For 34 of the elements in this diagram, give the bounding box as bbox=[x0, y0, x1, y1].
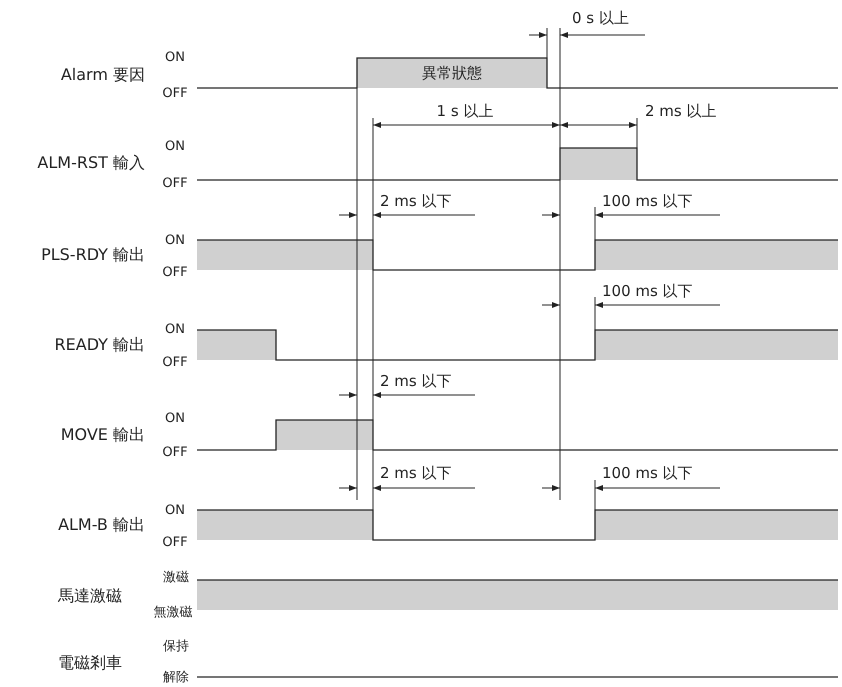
signal-name: MOVE 輸出 bbox=[60, 427, 145, 443]
level-label: OFF bbox=[162, 266, 188, 278]
signal-name: Alarm 要因 bbox=[60, 67, 145, 83]
level-label: ON bbox=[165, 504, 185, 516]
level-label: ON bbox=[165, 322, 185, 336]
time-label: 1 s 以上 bbox=[436, 104, 494, 118]
signal-name: 馬達激磁 bbox=[58, 588, 122, 604]
signal-name: 電磁剎車 bbox=[58, 655, 122, 671]
level-label: ON bbox=[165, 234, 185, 246]
level-label: ON bbox=[165, 140, 185, 152]
time-label: 100 ms 以下 bbox=[602, 284, 693, 298]
time-label: 2 ms 以上 bbox=[645, 104, 717, 118]
level-label: ON bbox=[165, 50, 185, 64]
level-label: OFF bbox=[162, 176, 188, 190]
time-label: 2 ms 以下 bbox=[380, 374, 452, 388]
time-label: 2 ms 以下 bbox=[380, 194, 452, 208]
signal-name: ALM-B 輸出 bbox=[58, 517, 145, 533]
signal-name: READY 輸出 bbox=[54, 337, 145, 353]
time-label: 100 ms 以下 bbox=[602, 194, 693, 208]
level-label: OFF bbox=[162, 86, 188, 100]
signal-name: ALM-RST 輸入 bbox=[37, 155, 145, 171]
time-label: 2 ms 以下 bbox=[380, 466, 452, 480]
level-label: OFF bbox=[162, 446, 188, 458]
level-label: 無激磁 bbox=[154, 606, 192, 618]
signal-name: PLS-RDY 輸出 bbox=[41, 247, 145, 263]
state-label: 異常狀態 bbox=[422, 66, 482, 80]
level-label: 解除 bbox=[163, 670, 189, 684]
time-label: 0 s 以上 bbox=[572, 10, 629, 26]
level-label: OFF bbox=[162, 536, 188, 548]
level-label: OFF bbox=[162, 356, 188, 368]
level-label: 保持 bbox=[163, 640, 189, 652]
level-label: 激磁 bbox=[163, 570, 189, 584]
time-label: 100 ms 以下 bbox=[602, 466, 693, 480]
level-label: ON bbox=[165, 412, 185, 424]
